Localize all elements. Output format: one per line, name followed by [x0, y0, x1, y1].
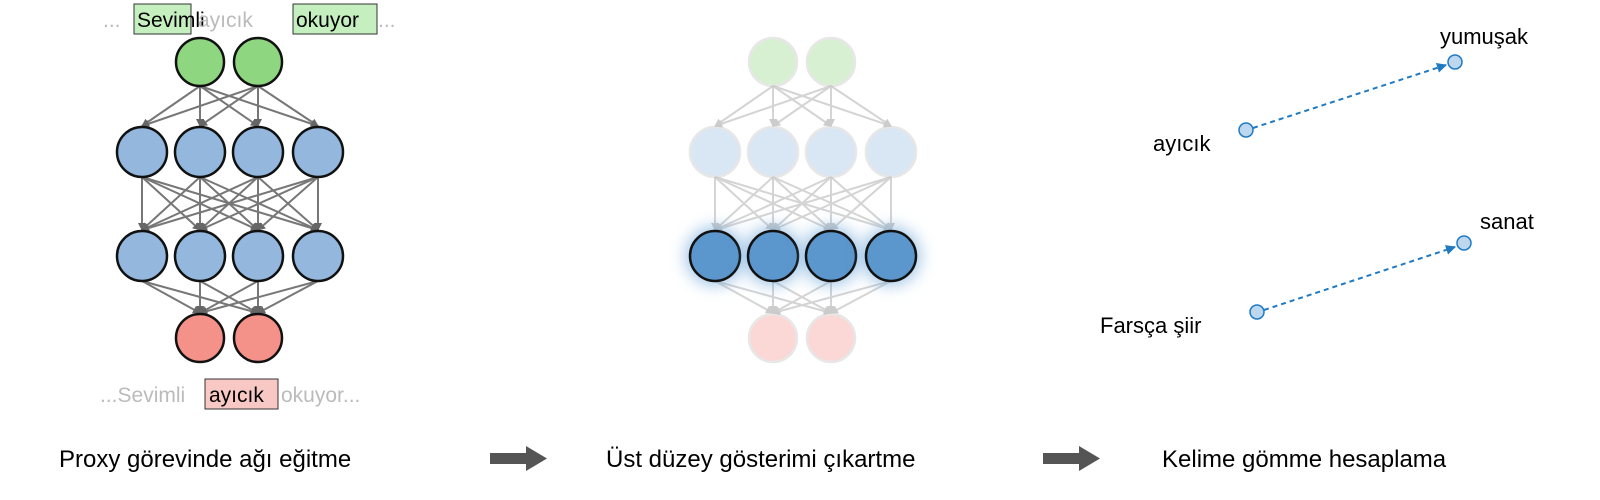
edge-arrow — [772, 176, 892, 231]
hidden-node — [864, 125, 918, 179]
extracted-node — [746, 229, 800, 283]
hidden-node — [173, 229, 227, 283]
hidden-node — [688, 125, 742, 179]
output-node — [174, 312, 226, 364]
hidden-node — [231, 125, 285, 179]
embedding-label: yumuşak — [1440, 24, 1529, 49]
embedding-label: sanat — [1480, 209, 1534, 234]
edge-arrow — [714, 176, 774, 231]
output-node — [232, 312, 284, 364]
hidden-node — [115, 125, 169, 179]
context-word: Sevimli — [137, 9, 205, 32]
feature-extraction-network — [686, 36, 920, 364]
masked-word: ayıcık — [198, 9, 253, 32]
ellipsis: ... — [103, 9, 121, 32]
embedding-point — [1238, 122, 1254, 138]
embedding-space: ayıcık yumuşak Farsça şiir sanat — [1100, 24, 1534, 338]
input-node — [232, 36, 284, 88]
context-word: okuyor — [296, 9, 359, 32]
hidden-node — [746, 125, 800, 179]
edge-arrow — [141, 176, 201, 231]
hidden-node — [804, 125, 858, 179]
target-word: ayıcık — [209, 384, 264, 407]
edge-arrow — [199, 85, 259, 127]
embedding-arrow — [1263, 245, 1456, 311]
input-node — [747, 36, 799, 88]
step-arrow-icon — [1043, 446, 1100, 471]
context-word-box — [292, 3, 378, 35]
edge-arrow — [257, 176, 319, 231]
hidden-node — [173, 125, 227, 179]
embedding-point — [1456, 235, 1472, 251]
extracted-node — [864, 229, 918, 283]
embedding-label: ayıcık — [1153, 131, 1211, 156]
edge-arrow — [714, 85, 832, 128]
ellipsis: ... — [378, 9, 396, 32]
extracted-node — [804, 229, 858, 283]
hidden-node — [115, 229, 169, 283]
output-node — [747, 312, 799, 364]
extracted-node — [688, 229, 742, 283]
embedding-arrow — [1252, 63, 1447, 129]
sentence-prefix: ...Sevimli — [100, 384, 185, 407]
step-3-caption: Kelime gömme hesaplama — [1162, 446, 1447, 473]
embedding-label: Farsça şiir — [1100, 313, 1201, 338]
edges — [138, 85, 322, 316]
edge-arrow — [141, 85, 201, 127]
embedding-point — [1249, 304, 1265, 320]
step-2-caption: Üst düzey gösterimi çıkartme — [606, 446, 915, 473]
edge-arrow — [772, 280, 832, 314]
edge-arrow — [830, 280, 892, 314]
target-word-box — [204, 378, 279, 410]
edge-arrow — [257, 85, 319, 127]
context-sentence: ... Sevimli ayıcık okuyor ... — [103, 3, 396, 35]
edge-arrow — [141, 280, 201, 314]
edge-arrow — [714, 280, 774, 314]
edge-arrow — [141, 85, 259, 128]
edge-arrow — [714, 176, 832, 231]
edge-arrow — [772, 85, 832, 127]
hidden-node — [291, 125, 345, 179]
input-node — [805, 36, 857, 88]
embedding-point — [1447, 54, 1463, 70]
hidden-node — [291, 229, 345, 283]
edge-arrow — [714, 176, 892, 232]
context-word-box — [133, 3, 192, 35]
edge-arrow — [199, 280, 319, 316]
step-1-caption: Proxy görevinde ağı eğitme — [59, 446, 351, 473]
step-arrow-icon — [490, 446, 547, 471]
edge-arrow — [141, 176, 259, 231]
edge-arrow — [141, 176, 319, 232]
input-node — [174, 36, 226, 88]
edge-arrow — [830, 176, 892, 231]
output-node — [805, 312, 857, 364]
edge-arrow — [257, 280, 319, 314]
edge-arrow — [199, 280, 259, 314]
hidden-node — [231, 229, 285, 283]
edge-arrow — [714, 85, 774, 127]
edge-arrow — [199, 176, 319, 231]
trained-network — [115, 36, 345, 364]
target-sentence: ...Sevimli ayıcık okuyor... — [100, 378, 360, 410]
edges — [711, 85, 895, 316]
edge-arrow — [772, 280, 892, 316]
sentence-suffix: okuyor... — [281, 384, 360, 407]
edge-arrow — [830, 85, 892, 127]
